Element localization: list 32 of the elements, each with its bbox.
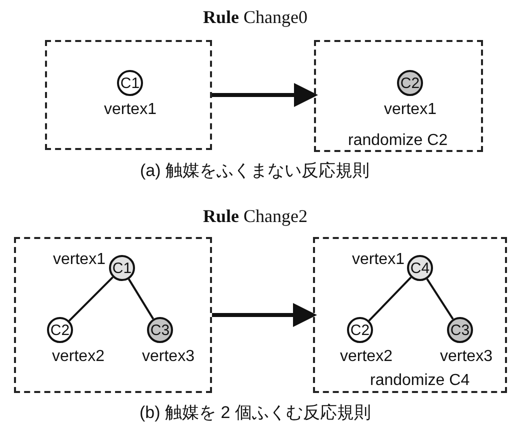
vertex-label: vertex1 bbox=[384, 101, 436, 119]
vertex-label: vertex3 bbox=[142, 348, 194, 366]
vertex-circle: C4 bbox=[407, 255, 433, 281]
edge-line bbox=[426, 278, 454, 320]
edge-line bbox=[128, 278, 154, 320]
vertex-label: vertex1 bbox=[352, 251, 404, 269]
caption: (b) 触媒を 2 個ふくむ反応規則 bbox=[140, 402, 371, 424]
rule-frame bbox=[14, 237, 212, 393]
arrow bbox=[212, 83, 318, 107]
vertex-circle: C1 bbox=[109, 255, 135, 281]
vertex-label: vertex3 bbox=[440, 348, 492, 366]
rule-frame bbox=[313, 237, 507, 393]
rule-frame bbox=[314, 40, 483, 152]
vertex-label: vertex2 bbox=[52, 348, 104, 366]
vertex-circle: C1 bbox=[117, 70, 143, 96]
edge-line bbox=[68, 276, 114, 322]
vertex-label: vertex2 bbox=[340, 348, 392, 366]
vertex-circle: C2 bbox=[397, 70, 423, 96]
rule-title: Rule Change0 bbox=[203, 6, 308, 28]
vertex-label: vertex1 bbox=[104, 101, 156, 119]
vertex-circle: C2 bbox=[347, 317, 373, 343]
rule-note: randomize C2 bbox=[348, 132, 448, 150]
edge-line bbox=[368, 276, 412, 322]
rule-note: randomize C4 bbox=[370, 372, 470, 390]
rule-title: Rule Change2 bbox=[203, 205, 308, 227]
rule-frame bbox=[45, 40, 212, 150]
caption: (a) 触媒をふくまない反応規則 bbox=[140, 160, 370, 182]
vertex-label: vertex1 bbox=[53, 251, 106, 269]
arrow bbox=[212, 303, 317, 327]
vertex-circle: C2 bbox=[47, 317, 73, 343]
vertex-circle: C3 bbox=[147, 317, 173, 343]
vertex-circle: C3 bbox=[447, 317, 473, 343]
